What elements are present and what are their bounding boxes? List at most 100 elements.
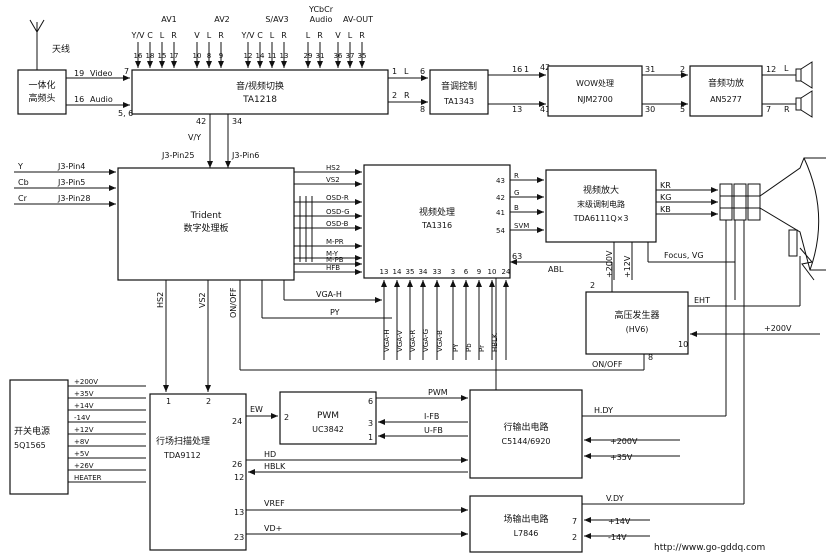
video-bottom-pin: 14 xyxy=(393,268,402,276)
svg-text:J3-Pin25: J3-Pin25 xyxy=(161,151,194,160)
video-processor-block: 视频处理 TA1316 xyxy=(363,164,511,279)
svg-text:16: 16 xyxy=(74,95,84,104)
svg-text:TDA9112: TDA9112 xyxy=(163,451,201,460)
psu-rail-label: +26V xyxy=(74,462,94,470)
svg-text:TA1343: TA1343 xyxy=(443,97,474,106)
svg-text:19: 19 xyxy=(74,69,84,78)
av-input-signal: R xyxy=(281,31,287,40)
svg-text:63: 63 xyxy=(512,252,522,261)
video-bottom-label: VGA-R xyxy=(409,330,417,352)
svg-text:30: 30 xyxy=(645,105,655,114)
svg-text:L: L xyxy=(404,67,409,76)
video-bottom-pin: 9 xyxy=(477,268,481,276)
speakers: 12 7 L R xyxy=(762,61,813,118)
svg-text:视频处理: 视频处理 xyxy=(419,206,455,218)
trident-signal-name: OSD-R xyxy=(326,194,349,202)
svg-text:PY: PY xyxy=(330,308,340,317)
svg-text:6: 6 xyxy=(368,397,373,406)
svg-text:AV2: AV2 xyxy=(214,15,230,24)
trident-signal-name: OSD-G xyxy=(326,208,350,216)
av-input-signal: R xyxy=(317,31,323,40)
svg-text:场输出电路: 场输出电路 xyxy=(503,513,548,525)
video-bottom-label: HBLK xyxy=(491,333,499,352)
svg-text:5: 5 xyxy=(680,105,685,114)
svg-text:12: 12 xyxy=(766,65,776,74)
svg-text:8: 8 xyxy=(420,105,425,114)
svg-text:行输出电路: 行输出电路 xyxy=(503,421,548,433)
wow-to-amp: 31 2 30 5 xyxy=(642,65,688,114)
tone-to-wow: 16 1 42 13 41 xyxy=(488,63,550,114)
svg-text:Audio: Audio xyxy=(310,15,333,24)
svg-text:TA1316: TA1316 xyxy=(421,221,452,230)
abl-line: ABL 63 2 xyxy=(510,252,613,292)
ycbcr-name: Cr xyxy=(18,194,28,203)
svg-text:1: 1 xyxy=(392,67,397,76)
svg-text:42: 42 xyxy=(540,63,550,72)
psu-rail-label: HEATER xyxy=(74,474,102,482)
crt-drive-lines: KR KG KB xyxy=(656,181,718,217)
svg-text:10: 10 xyxy=(678,340,688,349)
svg-text:42: 42 xyxy=(196,117,206,126)
svg-text:3: 3 xyxy=(368,419,373,428)
svg-text:KG: KG xyxy=(660,193,671,202)
video-output-name: G xyxy=(514,189,519,197)
svg-text:8: 8 xyxy=(648,353,653,362)
video-bottom-label: Pr xyxy=(478,345,486,352)
av-input-signal: V xyxy=(194,31,200,40)
av-input-signal: Y/V xyxy=(240,31,255,40)
video-bottom-label: VGA-B xyxy=(436,330,444,352)
video-bottom-pin: 35 xyxy=(406,268,415,276)
svg-text:23: 23 xyxy=(234,533,244,542)
svg-text:1: 1 xyxy=(166,397,171,406)
svg-text:音/视频切换: 音/视频切换 xyxy=(236,80,284,92)
svg-text:V/Y: V/Y xyxy=(188,133,201,142)
svg-text:H.DY: H.DY xyxy=(594,406,613,415)
svg-text:HBLK: HBLK xyxy=(264,462,286,471)
svg-text:ON/OFF: ON/OFF xyxy=(229,287,238,318)
svg-text:+12V: +12V xyxy=(623,255,632,278)
svg-text:EW: EW xyxy=(250,405,263,414)
svg-text:PWM: PWM xyxy=(317,411,339,421)
svg-text:2: 2 xyxy=(284,413,289,422)
hout-connections: H.DY +200V +35V xyxy=(495,220,727,462)
svg-text:C5144/6920: C5144/6920 xyxy=(502,437,551,446)
svg-text:VREF: VREF xyxy=(264,499,285,508)
svg-text:U-FB: U-FB xyxy=(424,426,443,435)
svg-text:12: 12 xyxy=(234,473,244,482)
svg-text:16: 16 xyxy=(512,65,522,74)
svg-text:TA1218: TA1218 xyxy=(242,95,277,105)
svg-text:2: 2 xyxy=(572,533,577,542)
svg-text:+200V: +200V xyxy=(610,437,638,446)
svg-text:高压发生器: 高压发生器 xyxy=(614,309,659,321)
svg-text:WOW处理: WOW处理 xyxy=(576,78,614,88)
svg-text:13: 13 xyxy=(512,105,522,114)
svg-text:VGA-H: VGA-H xyxy=(316,290,342,299)
psu-rail-label: +8V xyxy=(74,438,89,446)
svg-text:2: 2 xyxy=(590,281,595,290)
trident-signal-name: M-PB xyxy=(326,256,344,264)
video-output-pin: 54 xyxy=(496,227,505,235)
svg-text:开关电源: 开关电源 xyxy=(14,425,50,437)
svg-text:TDA6111Q×3: TDA6111Q×3 xyxy=(573,214,629,223)
svg-text:YCbCr: YCbCr xyxy=(308,5,334,14)
svg-text:VS2: VS2 xyxy=(198,292,207,308)
ycbcr-pin: J3-Pin28 xyxy=(57,194,90,203)
video-bottom-pin: 13 xyxy=(380,268,389,276)
svg-text:AV1: AV1 xyxy=(161,15,177,24)
hv-connections: EHT +200V 10 8 xyxy=(643,256,820,370)
video-output-name: R xyxy=(514,172,519,180)
av-input-signal: R xyxy=(359,31,365,40)
video-bottom-pin: 10 xyxy=(488,268,497,276)
trident-signals: HS216VS215OSD-R39OSD-G38OSD-B37M-PR36M-Y… xyxy=(294,164,375,277)
video-output-pin: 42 xyxy=(496,194,505,202)
antenna-label: 天线 xyxy=(52,43,70,55)
video-output-pin: 41 xyxy=(496,209,505,217)
trident-signal-name: OSD-B xyxy=(326,220,349,228)
psu-rail-label: +200V xyxy=(74,378,98,386)
svg-text:NJM2700: NJM2700 xyxy=(577,95,613,104)
svg-text:2: 2 xyxy=(680,65,685,74)
antenna: 天线 xyxy=(29,19,70,70)
ycbcr-name: Y xyxy=(17,162,23,171)
